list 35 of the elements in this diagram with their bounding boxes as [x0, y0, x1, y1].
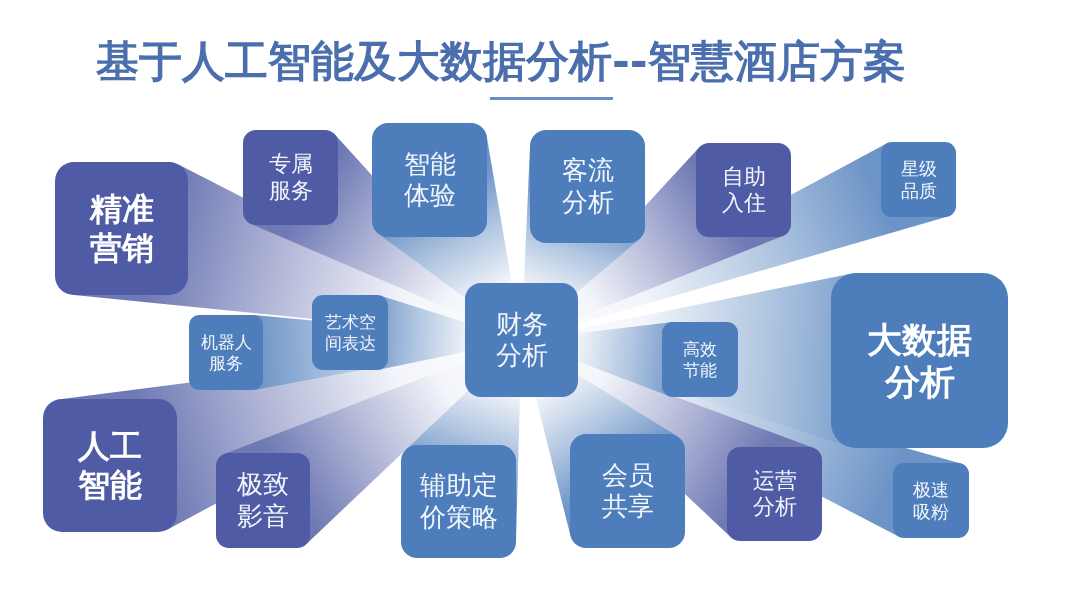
topic-text: 自助入住 — [720, 163, 767, 217]
topic-box — [465, 283, 578, 397]
topic-box — [189, 315, 263, 390]
topic-box — [401, 445, 516, 558]
topic-box — [662, 322, 738, 397]
topic-box — [893, 463, 969, 538]
topic-box — [831, 273, 1008, 448]
topic-text: 客流分析 — [560, 155, 615, 218]
topic-box — [55, 162, 188, 295]
topic-text: 高效节能 — [682, 339, 718, 380]
topic-box — [570, 434, 685, 548]
topic-text: 极致影音 — [236, 469, 290, 532]
topic-box — [727, 447, 822, 541]
topic-text: 专属服务 — [267, 151, 314, 204]
topic-text: 机器人服务 — [199, 332, 253, 373]
topic-text: 会员共享 — [600, 459, 655, 523]
topic-box — [312, 295, 388, 370]
topic-box — [243, 130, 338, 225]
topic-text: 大数据分析 — [866, 318, 973, 403]
topic-box — [372, 123, 487, 237]
topic-text: 艺术空间表达 — [323, 312, 377, 353]
topic-box — [530, 130, 645, 243]
topic-box — [43, 399, 177, 532]
topic-text: 财务分析 — [494, 308, 549, 372]
topic-box — [696, 143, 791, 237]
topic-box — [881, 142, 956, 217]
topic-text: 智能体验 — [402, 148, 457, 212]
topic-box — [216, 453, 310, 548]
topic-text: 辅助定价策略 — [418, 470, 499, 533]
topic-text: 人工智能 — [77, 427, 143, 504]
title: 基于人工智能及大数据分析--智慧酒店方案 — [96, 37, 906, 87]
topic-text: 极速吸粉 — [912, 478, 950, 523]
topic-text: 运营分析 — [751, 467, 798, 521]
topic-text: 精准营销 — [88, 190, 155, 267]
topic-text: 星级品质 — [899, 157, 938, 202]
